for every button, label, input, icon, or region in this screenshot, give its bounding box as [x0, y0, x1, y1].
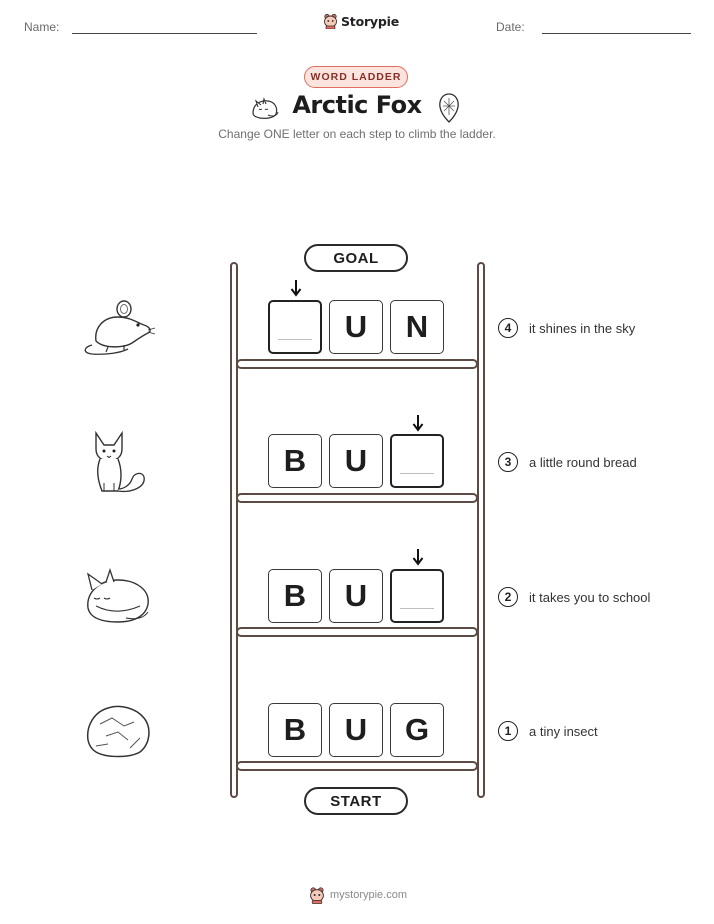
fox-sleeping-icon [252, 97, 279, 119]
storypie-mascot-icon [310, 887, 324, 904]
letter-input-blank[interactable] [390, 434, 444, 488]
page-title: Arctic Fox [292, 91, 422, 119]
step-number: 2 [498, 587, 518, 607]
snowshoe-icon [439, 93, 459, 123]
letter-tile: G [390, 703, 444, 757]
arrow-down-icon [290, 280, 302, 297]
arrow-down-icon [412, 415, 424, 432]
start-label: START [304, 787, 408, 815]
name-label: Name: [24, 20, 60, 34]
letter-tile: U [329, 569, 383, 623]
step-clue: it takes you to school [529, 590, 651, 605]
footer: mystorypie.com [309, 886, 407, 904]
brand-logo: Storypie [323, 13, 399, 29]
step-number: 4 [498, 318, 518, 338]
ladder-rung [236, 627, 478, 637]
goal-label: GOAL [304, 244, 408, 272]
step-number: 3 [498, 452, 518, 472]
date-label: Date: [496, 20, 525, 34]
ladder-rung [236, 761, 478, 771]
step-clue: a tiny insect [529, 724, 598, 739]
fox-sleeping-icon [86, 568, 149, 623]
letter-tile: B [268, 434, 322, 488]
rock-icon [86, 705, 150, 758]
letter-tile: U [329, 300, 383, 354]
ladder-rung [236, 359, 478, 369]
letter-input-blank[interactable] [268, 300, 322, 354]
step-clue: it shines in the sky [529, 321, 636, 336]
letter-tile: N [390, 300, 444, 354]
letter-tile: U [329, 434, 383, 488]
fox-sitting-icon [95, 430, 145, 493]
instructions: Change ONE letter on each step to climb … [218, 127, 496, 141]
step-clue: a little round bread [529, 455, 637, 470]
step-number: 1 [498, 721, 518, 741]
letter-input-blank[interactable] [390, 569, 444, 623]
mouse-icon [84, 300, 156, 355]
name-field[interactable] [72, 33, 257, 34]
storypie-mascot-icon [324, 13, 337, 29]
letter-tile: B [268, 569, 322, 623]
footer-site[interactable]: mystorypie.com [330, 889, 408, 901]
ladder-left-rail [230, 262, 238, 798]
letter-tile: B [268, 703, 322, 757]
worksheet-badge: WORD LADDER [304, 66, 408, 88]
arrow-down-icon [412, 549, 424, 566]
ladder-right-rail [477, 262, 485, 798]
ladder-rung [236, 493, 478, 503]
brand-name: Storypie [341, 13, 399, 29]
letter-tile: U [329, 703, 383, 757]
date-field[interactable] [542, 33, 691, 34]
